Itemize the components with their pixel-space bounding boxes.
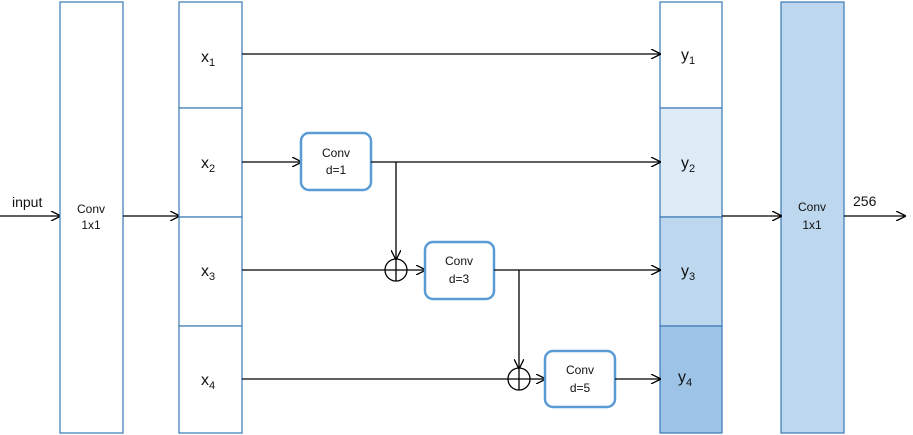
conv-d1-block xyxy=(299,131,373,192)
conv-d3-block xyxy=(423,240,496,301)
x2-label: x2 xyxy=(201,155,215,175)
y1-label: y1 xyxy=(681,47,695,67)
input-label: input xyxy=(12,194,42,210)
x4-block xyxy=(178,325,243,434)
conv-in-param: 1x1 xyxy=(81,218,101,232)
x1-label: x1 xyxy=(201,49,215,69)
conv-d1-title: Conv xyxy=(322,146,350,160)
conv-d5-param: d=5 xyxy=(570,381,591,395)
y2-label: y2 xyxy=(681,155,695,175)
conv-in-title: Conv xyxy=(77,202,105,216)
y3-block xyxy=(659,216,723,327)
x3-block xyxy=(178,216,243,327)
conv-d5-title: Conv xyxy=(566,363,594,377)
y4-block xyxy=(659,325,723,434)
x2-block xyxy=(178,107,243,218)
conv-1x1-input-block xyxy=(59,1,124,434)
x4-label: x4 xyxy=(201,372,215,392)
conv-d3-param: d=3 xyxy=(449,272,470,286)
conv-1x1-output-block xyxy=(780,1,845,434)
x1-block xyxy=(178,1,243,109)
y4-label: y4 xyxy=(678,369,692,389)
conv-d3-title: Conv xyxy=(445,254,473,268)
conv-d1-param: d=1 xyxy=(326,163,347,177)
conv-out-title: Conv xyxy=(798,200,826,214)
output-label: 256 xyxy=(853,193,877,209)
x3-label: x3 xyxy=(201,263,215,283)
y3-label: y3 xyxy=(681,263,695,283)
conv-out-param: 1x1 xyxy=(802,218,822,232)
conv-d5-block xyxy=(543,349,617,409)
